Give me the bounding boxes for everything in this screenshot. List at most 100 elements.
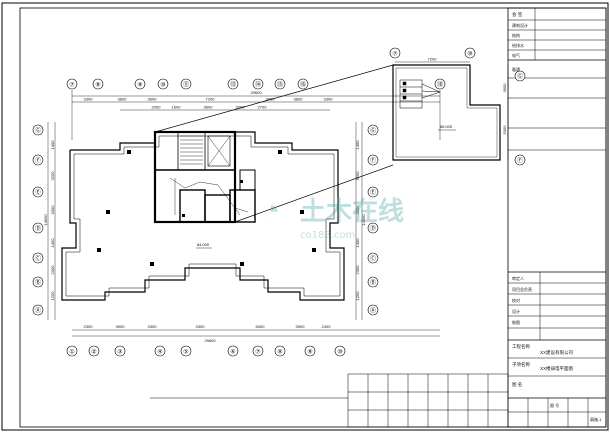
tb-row-1: 建筑设计 bbox=[512, 22, 528, 28]
left-dim-4: 2300 bbox=[50, 265, 55, 275]
detail-axis-1: ⑩ bbox=[467, 51, 472, 58]
sub-dim-3: 2000 bbox=[236, 105, 246, 110]
right-axes: Ⓖ Ⓕ Ⓔ Ⓓ Ⓒ Ⓑ Ⓐ 14600 1400 3200 3300 1400 … bbox=[355, 122, 379, 320]
axis-top-8: ⑯ bbox=[300, 81, 306, 89]
axis-left-4: Ⓔ bbox=[35, 189, 41, 197]
bottom-total-dim: 29600 bbox=[204, 338, 216, 343]
left-dim-3: 1400 bbox=[50, 238, 55, 248]
right-dim-0: 1400 bbox=[355, 140, 360, 150]
top-dim-3: 7200 bbox=[206, 97, 216, 102]
axis-left-5: Ⓕ bbox=[35, 157, 41, 165]
left-dim-1: 3200 bbox=[50, 171, 55, 181]
left-axes: Ⓖ Ⓕ Ⓔ Ⓓ Ⓒ Ⓑ Ⓐ 14600 1400 3200 3300 1400 … bbox=[32, 122, 56, 320]
floor-elevation-label: 84.000 bbox=[197, 242, 210, 247]
axis-left-2: Ⓒ bbox=[35, 255, 41, 263]
bottom-dim-0: 2300 bbox=[84, 324, 94, 329]
tb-row-7: 项目总负责 bbox=[512, 286, 532, 292]
right-dim-5: 1200 bbox=[355, 291, 360, 301]
bottom-axis-bubbles: ① ② ③ ④ ⑤ ⑥ ⑦ ⑧ ⑨ ⑩ bbox=[66, 345, 346, 357]
right-dim-4: 2300 bbox=[355, 265, 360, 275]
detail-leader-bottom bbox=[234, 164, 394, 223]
bottom-dim-6: 2400 bbox=[322, 324, 332, 329]
detail-right-dim-0: 3600 bbox=[502, 83, 507, 93]
axis-bottom-4: ⑤ bbox=[183, 349, 188, 356]
axis-right-2: Ⓒ bbox=[370, 255, 376, 263]
bottom-dimensions: 2300 3900 3300 3300 5000 3900 2400 29600 bbox=[72, 324, 440, 343]
left-total-dim: 14600 bbox=[43, 214, 48, 226]
watermark-logo-icon: ◔ bbox=[262, 194, 280, 227]
axis-bottom-6: ⑦ bbox=[255, 349, 260, 356]
outlet-symbols bbox=[97, 150, 316, 266]
top-dim-2: 3600 bbox=[148, 97, 158, 102]
detail-leader-top bbox=[154, 64, 394, 133]
tb-row-0: 会 签 bbox=[512, 11, 523, 18]
tb-row-4: 电气 bbox=[512, 52, 520, 58]
axis-top-9: ⑱ bbox=[437, 81, 443, 89]
detail-equipment-rack bbox=[399, 79, 441, 109]
axis-bottom-1: ② bbox=[91, 349, 96, 356]
detail-top-dim: 7200 bbox=[428, 57, 438, 62]
right-dim-2: 3300 bbox=[355, 205, 360, 215]
detail-right-dim-1: 5300 bbox=[502, 125, 507, 135]
floor-plan: ⑦ ⑧ ⑨ ⑩ ⑪ ⑬ ⑭ ⑮ ⑯ ⑱ 29600 3300 3600 3600… bbox=[32, 64, 446, 357]
left-dim-2: 3300 bbox=[50, 205, 55, 215]
right-dim-3: 1400 bbox=[355, 238, 360, 248]
axis-right-0: Ⓐ bbox=[370, 307, 376, 315]
right-total-dim: 14600 bbox=[361, 214, 366, 226]
tb-row-6: 审定人 bbox=[512, 275, 524, 281]
tb-row-5: 暖通 bbox=[512, 66, 520, 72]
axis-bottom-8: ⑨ bbox=[307, 349, 312, 356]
tb-row-8: 校对 bbox=[512, 297, 520, 303]
axis-right-6: Ⓖ bbox=[370, 127, 376, 135]
axis-bottom-0: ① bbox=[69, 349, 74, 356]
top-dim-1: 3600 bbox=[118, 97, 128, 102]
axis-top-1: ⑧ bbox=[95, 82, 100, 89]
top-axis-bubbles: ⑦ ⑧ ⑨ ⑩ ⑪ ⑬ ⑭ ⑮ ⑯ ⑱ bbox=[66, 78, 446, 140]
axis-right-4: Ⓔ bbox=[370, 189, 376, 197]
tb-sheet-no: 弱施-1 bbox=[590, 416, 602, 422]
detail-side-axis-1: Ⓕ bbox=[517, 157, 523, 165]
axis-top-4: ⑪ bbox=[183, 81, 189, 89]
axis-left-3: Ⓓ bbox=[35, 225, 41, 233]
title-block: 会 签 建筑设计 结构 给排水 电气 暖通 审定人 项目总负责 校对 设计 制图… bbox=[507, 7, 607, 428]
axis-right-1: Ⓑ bbox=[370, 279, 376, 287]
axis-top-5: ⑬ bbox=[230, 81, 236, 89]
tb-row-3: 给排水 bbox=[512, 42, 524, 48]
axis-bottom-5: ⑥ bbox=[230, 349, 235, 356]
axis-left-6: Ⓖ bbox=[35, 127, 41, 135]
watermark-url: co188.com bbox=[300, 230, 355, 241]
axis-top-2: ⑨ bbox=[137, 82, 142, 89]
top-dim-4: 3600 bbox=[266, 97, 276, 102]
axis-top-6: ⑭ bbox=[255, 81, 261, 89]
axis-top-0: ⑦ bbox=[69, 82, 74, 89]
right-dim-1: 3200 bbox=[355, 171, 360, 181]
axis-left-0: Ⓐ bbox=[35, 307, 41, 315]
top-dim-6: 3300 bbox=[324, 97, 334, 102]
building-outline bbox=[61, 131, 345, 301]
axis-bottom-2: ③ bbox=[117, 349, 122, 356]
axis-right-5: Ⓕ bbox=[370, 157, 376, 165]
axis-bottom-3: ④ bbox=[157, 349, 162, 356]
sub-dim-4: 2700 bbox=[258, 105, 268, 110]
tb-drawing-title: XX楼弱电平面图 bbox=[540, 365, 574, 372]
left-dim-5: 1200 bbox=[50, 291, 55, 301]
building-inner-outline bbox=[65, 135, 341, 297]
top-total-dim: 29600 bbox=[250, 90, 262, 95]
watermark: ◔ 土木在线 co188.com bbox=[262, 194, 404, 241]
detail-side-axis-0: Ⓖ bbox=[517, 73, 523, 81]
axis-top-3: ⑩ bbox=[160, 82, 165, 89]
bottom-dim-5: 3900 bbox=[296, 324, 306, 329]
axis-bottom-9: ⑩ bbox=[337, 349, 342, 356]
tb-project-name: XX建设有限公司 bbox=[540, 349, 573, 356]
revision-grid bbox=[150, 373, 509, 428]
wiring bbox=[169, 177, 249, 216]
tb-row-10: 制图 bbox=[512, 319, 520, 325]
axis-top-7: ⑮ bbox=[277, 81, 283, 89]
bottom-dim-1: 3900 bbox=[116, 324, 126, 329]
bottom-dim-3: 3300 bbox=[196, 324, 206, 329]
left-dim-0: 1400 bbox=[50, 140, 55, 150]
detail-plan: ⑦ ⑩ 7200 86.000 3600 5300 Ⓖ Ⓕ bbox=[389, 47, 526, 166]
tb-section-number: 图 号 bbox=[550, 402, 559, 408]
